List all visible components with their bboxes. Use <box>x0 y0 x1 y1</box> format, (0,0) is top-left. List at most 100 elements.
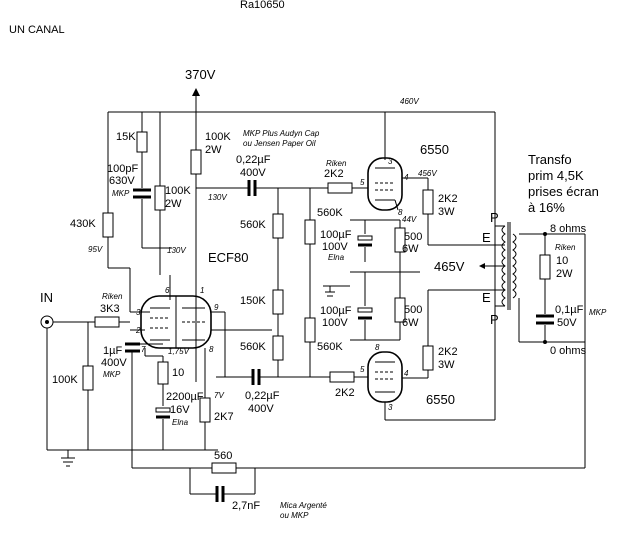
tube-bottom-label: 6550 <box>426 392 455 407</box>
output-transformer <box>479 222 585 343</box>
r-2k2-3w-screens <box>422 178 480 378</box>
pin-7: 7 <box>141 345 146 354</box>
r-15k-label: 15K <box>116 131 136 143</box>
r-500-b-label-1: 500 <box>404 304 422 316</box>
r-2k2-3w-b-label-1: 2K2 <box>438 346 458 358</box>
c-1uf-label-1: 1µF <box>103 345 122 357</box>
c-100uf-a-label-2: 100V <box>322 241 348 253</box>
pin-b4: 4 <box>404 369 409 378</box>
riken-10-label-2: 10 <box>556 255 568 267</box>
r-560k-c-label: 560K <box>240 341 266 353</box>
r-2k7-label: 2K7 <box>214 411 234 423</box>
c-022-bot-label-1: 0,22µF <box>245 390 280 402</box>
c-100pf-label-2: 630V <box>109 175 135 187</box>
r-100k-2w-a-label-2: 2W <box>205 144 222 156</box>
zobel-network <box>536 232 586 468</box>
pin-t8: 8 <box>398 208 403 217</box>
v456-label: 456V <box>418 169 437 178</box>
tube-top-label: 6550 <box>420 142 449 157</box>
transfo-e-bottom: E <box>482 290 491 305</box>
c-27nf-label-2: Mica Argenté <box>280 501 327 510</box>
input-label: IN <box>40 290 53 305</box>
pin-b8: 8 <box>375 343 380 352</box>
tube-ecf80-label: ECF80 <box>208 250 248 265</box>
r-100k-2w-b-label-1: 100K <box>165 185 191 197</box>
r-2k2-3w-a-label-2: 3W <box>438 206 455 218</box>
pin-t4: 4 <box>404 173 409 182</box>
transfo-e-top: E <box>482 230 491 245</box>
c-022-top-label-2: 400V <box>240 167 266 179</box>
v95-label: 95V <box>88 245 103 254</box>
top-cut-text: Ra10650 <box>240 0 285 11</box>
bias-divider <box>272 188 316 377</box>
note-mkp-2: ou Jensen Paper Oil <box>243 139 316 148</box>
v465-label: 465V <box>434 259 465 274</box>
r-500-a-label-1: 500 <box>404 231 422 243</box>
r-100k-in-label: 100K <box>52 374 78 386</box>
pin-9: 9 <box>214 303 219 312</box>
v7-label: 7V <box>214 391 224 400</box>
c-022-top <box>196 180 328 196</box>
v175-label: 1,75V <box>168 347 190 356</box>
ohms0-label: 0 ohms <box>550 345 587 357</box>
riken-top-label-1: Riken <box>326 159 347 168</box>
page-title: UN CANAL <box>9 24 65 36</box>
riken-top-label-2: 2K2 <box>324 168 344 180</box>
r-500-b-label-2: 6W <box>402 317 419 329</box>
pin-3: 3 <box>136 308 141 317</box>
r-riken-2k2-top <box>327 182 368 194</box>
c-100pf-label-3: MKP <box>112 189 130 198</box>
c-2200-label-3: Elna <box>172 418 189 427</box>
r-560k-b-label: 560K <box>317 207 343 219</box>
transfo-desc-4: à 16% <box>528 200 565 215</box>
r-560k-d-label: 560K <box>317 341 343 353</box>
c-01-label-1: 0,1µF <box>555 304 584 316</box>
r-560-label: 560 <box>214 450 232 462</box>
riken-3k3-label-1: Riken <box>102 292 123 301</box>
pin-2: 2 <box>135 326 141 335</box>
r-430k <box>102 112 130 269</box>
c-01-label-2: 50V <box>557 317 577 329</box>
transfo-desc-3: prises écran <box>528 184 599 199</box>
pin-t3: 3 <box>388 157 393 166</box>
r-100k-2w-a-label-1: 100K <box>205 131 231 143</box>
c-022-bottom <box>216 369 368 385</box>
v130-label-a: 130V <box>167 246 186 255</box>
r-100k-2w-screen <box>154 112 166 275</box>
v44-label: 44V <box>402 215 417 224</box>
r-2k2-bot-label: 2K2 <box>335 387 355 399</box>
pin-6: 6 <box>165 286 170 295</box>
pin-b5: 5 <box>360 365 365 374</box>
c-100uf-a-label-3: Elna <box>328 253 345 262</box>
tube-6550-top <box>367 157 428 211</box>
c-100uf-a-label-1: 100µF <box>320 229 352 241</box>
note-mkp-1: MKP Plus Audyn Cap <box>243 129 320 138</box>
r-500-a-label-2: 6W <box>402 243 419 255</box>
c-100pf <box>133 188 172 249</box>
r-15k <box>136 112 148 188</box>
r-560k-a-label: 560K <box>240 219 266 231</box>
c-100pf-label-1: 100pF <box>107 163 138 175</box>
ohms8-label: 8 ohms <box>550 223 587 235</box>
c-1uf-label-3: MKP <box>103 370 121 379</box>
tube-6550-bottom <box>367 351 428 420</box>
riken-10-label-3: 2W <box>556 268 573 280</box>
pin-t5: 5 <box>360 178 365 187</box>
ecf80-cathode-network <box>125 342 211 468</box>
c-2200-label-1: 2200µF <box>166 391 204 403</box>
r-100k-2w-plate <box>190 149 202 175</box>
c-100uf-b-label-1: 100µF <box>320 305 352 317</box>
r-2k2-3w-a-label-1: 2K2 <box>438 193 458 205</box>
r-10-label: 10 <box>172 367 184 379</box>
c-27nf-label-3: ou MKP <box>280 511 309 520</box>
v460-label: 460V <box>400 97 419 106</box>
pin-1: 1 <box>200 286 204 295</box>
c-022-top-label-1: 0,22µF <box>236 154 271 166</box>
transfo-desc-2: prim 4,5K <box>528 168 584 183</box>
c-2200-label-2: 16V <box>170 404 190 416</box>
c-100uf-b-label-2: 100V <box>322 317 348 329</box>
tube-ecf80 <box>129 268 272 378</box>
c-1uf-label-2: 400V <box>101 357 127 369</box>
r-430k-label: 430K <box>70 218 96 230</box>
